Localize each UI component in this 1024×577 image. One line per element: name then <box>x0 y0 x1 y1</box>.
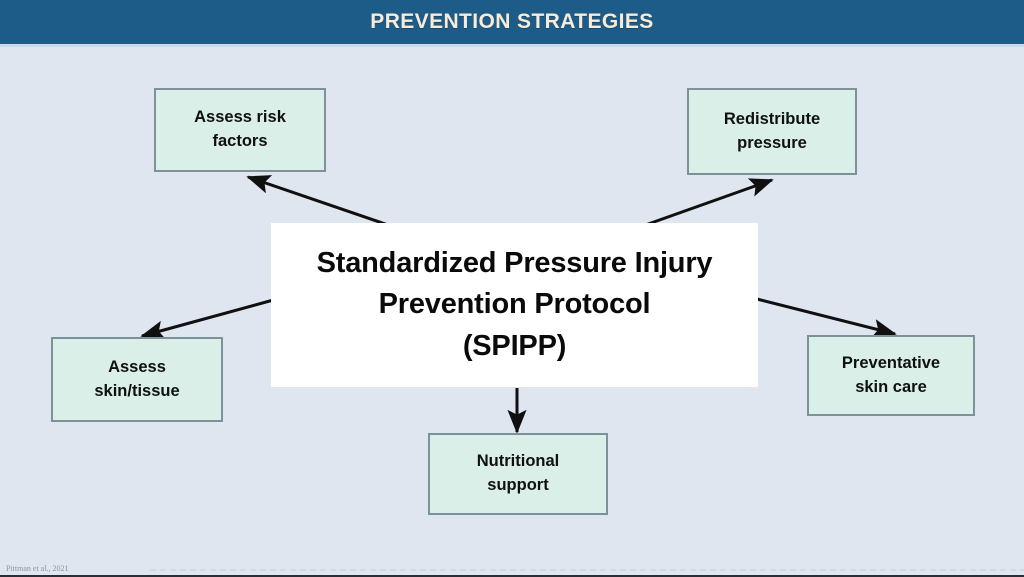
arrow-to-preventative <box>756 297 897 338</box>
node-assess-skin-tissue[interactable]: Assess skin/tissue <box>51 337 223 422</box>
node-assess-risk-factors[interactable]: Assess risk factors <box>154 88 326 172</box>
node-redistribute-pressure[interactable]: Redistribute pressure <box>687 88 857 175</box>
diagram-canvas: Assess risk factors Redistribute pressur… <box>0 47 1024 577</box>
node-central-protocol[interactable]: Standardized Pressure Injury Prevention … <box>271 223 758 387</box>
node-label-line1: Nutritional <box>476 452 560 471</box>
node-label-line2: skin care <box>855 377 927 396</box>
node-label-line2: factors <box>212 132 268 150</box>
bottom-divider <box>0 575 1024 577</box>
header-divider <box>0 44 1024 47</box>
node-label-line1: Redistribute <box>723 109 821 128</box>
central-label-line2: Prevention Protocol <box>378 288 651 321</box>
arrow-to-redistribute <box>636 178 774 230</box>
node-label-line2: support <box>487 476 549 494</box>
node-label-line2: pressure <box>737 133 807 152</box>
node-preventative-skin-care[interactable]: Preventative skin care <box>807 335 975 416</box>
node-nutritional-support[interactable]: Nutritional support <box>428 433 608 515</box>
citation-text: Pittman et al., 2021 <box>6 564 69 573</box>
slide-header: PREVENTION STRATEGIES <box>0 0 1024 44</box>
arrow-to-assess-risk <box>246 175 395 229</box>
central-label-line3: (SPIPP) <box>462 329 567 362</box>
node-label-line2: skin/tissue <box>94 381 180 400</box>
page-title: PREVENTION STRATEGIES <box>370 10 654 33</box>
node-label-line1: Preventative <box>841 353 941 372</box>
arrow-to-assess-skin <box>140 297 278 340</box>
central-label-line1: Standardized Pressure Injury <box>316 247 713 280</box>
node-label-line1: Assess risk <box>194 108 286 127</box>
node-label-line1: Assess <box>108 357 166 376</box>
